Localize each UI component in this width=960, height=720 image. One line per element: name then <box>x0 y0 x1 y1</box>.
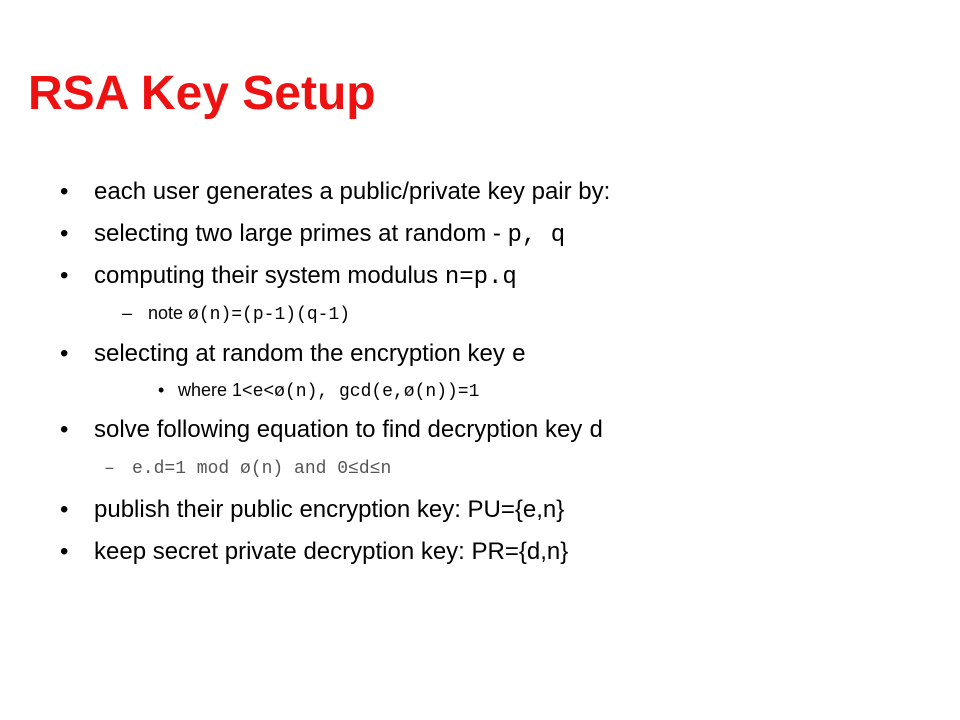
dash-marker: – <box>122 303 133 323</box>
bullet-item: • solve following equation to find decry… <box>60 416 603 446</box>
bullet-text: selecting at random the encryption key <box>94 340 512 367</box>
sub-bullet-text: where 1< <box>178 380 253 400</box>
bullet-text: selecting two large primes at random - <box>94 220 508 247</box>
bullet-marker: • <box>60 178 69 205</box>
bullet-item: • selecting two large primes at random -… <box>60 220 565 250</box>
bullet-item: • computing their system modulus n=p.q <box>60 262 517 292</box>
bullet-text: keep secret private decryption key: PR={… <box>94 538 569 565</box>
bullet-item: • each user generates a public/private k… <box>60 178 610 206</box>
bullet-text: computing their system modulus <box>94 262 445 289</box>
sub-bullet-item: – e.d=1 mod ø(n) and 0≤d≤n <box>104 458 391 480</box>
bullet-marker: • <box>60 220 69 247</box>
bullet-marker: • <box>158 380 165 400</box>
bullet-marker: • <box>60 416 69 443</box>
bullet-marker: • <box>60 496 69 523</box>
sub-bullet-item: – note ø(n)=(p-1)(q-1) <box>122 302 350 326</box>
bullet-text: solve following equation to find decrypt… <box>94 416 589 443</box>
bullet-marker: • <box>60 538 69 565</box>
code-text: n=p.q <box>444 264 517 291</box>
bullet-text: each user generates a public/private key… <box>94 178 611 205</box>
bullet-text: publish their public encryption key: PU=… <box>94 496 565 523</box>
code-text: p, q <box>507 222 566 249</box>
dash-marker: – <box>104 459 115 479</box>
slide-title: RSA Key Setup <box>28 67 376 120</box>
sub-bullet-text: note <box>148 303 189 323</box>
sub-bullet-item: • where 1<e<ø(n), gcd(e,ø(n))=1 <box>158 379 479 403</box>
code-text: d <box>588 418 604 445</box>
bullet-item: • keep secret private decryption key: PR… <box>60 538 568 566</box>
code-text: e<ø(n), gcd(e,ø(n))=1 <box>252 382 480 402</box>
code-text: ø(n)=(p-1)(q-1) <box>188 305 351 325</box>
bullet-item: • selecting at random the encryption key… <box>60 340 526 370</box>
bullet-marker: • <box>60 262 69 289</box>
code-text: e <box>511 342 526 369</box>
bullet-marker: • <box>60 340 69 367</box>
equation-text: e.d=1 mod ø(n) and 0≤d≤n <box>132 459 392 479</box>
bullet-item: • publish their public encryption key: P… <box>60 496 564 524</box>
